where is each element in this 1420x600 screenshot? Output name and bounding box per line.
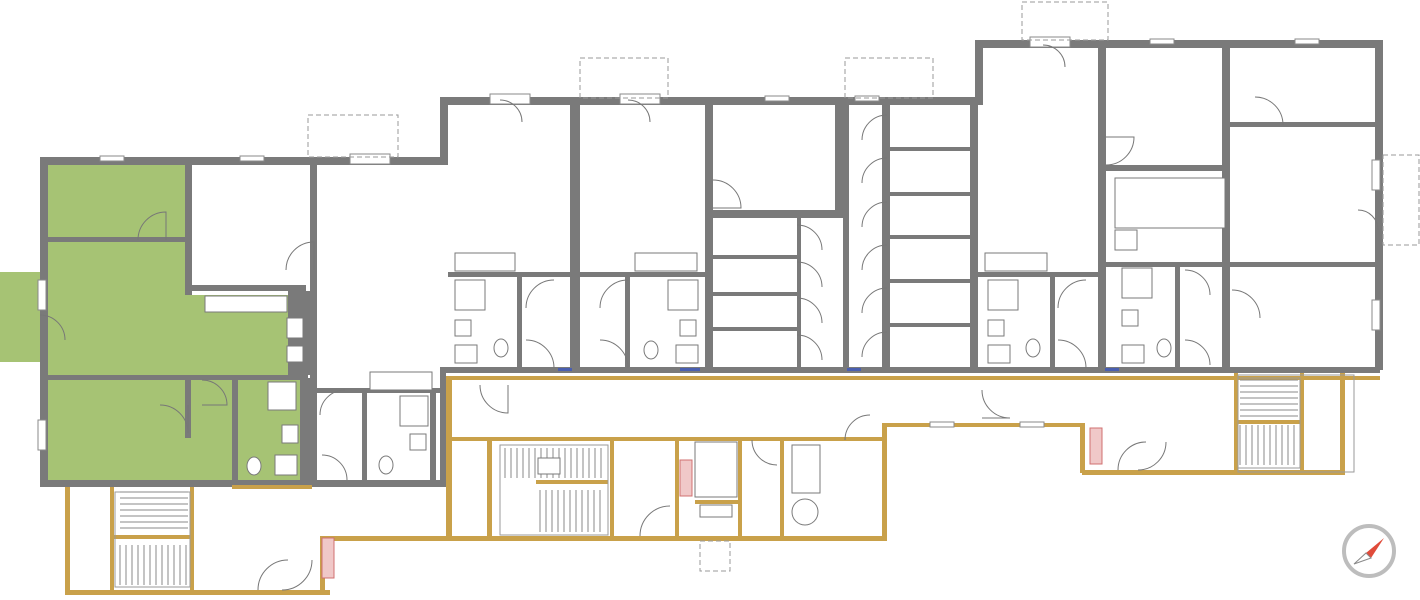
lift-and-tank [694,441,821,526]
windows [37,36,1381,451]
staircases [114,377,1301,588]
timber-walls [65,373,1380,595]
blue-markers [558,368,1119,371]
projections [307,1,1420,572]
interior-walls-middle [448,48,1375,371]
compass-icon [1342,524,1396,578]
sanitary-fixtures [204,177,1226,476]
shaft-risers [321,427,1103,579]
storage-cubicles [713,147,970,370]
door-swings [39,44,1379,591]
